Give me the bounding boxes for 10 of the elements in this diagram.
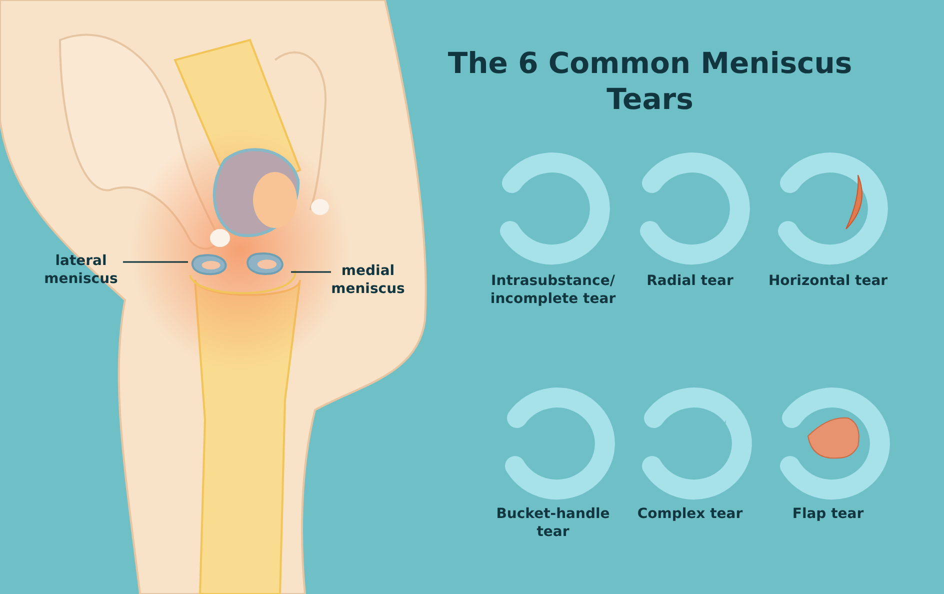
tear-caption: Complex tear bbox=[636, 505, 744, 523]
leader-line bbox=[291, 271, 331, 273]
tear-caption: Bucket-handle tear bbox=[495, 505, 611, 541]
leader-line bbox=[123, 261, 188, 263]
tear-caption: Horizontal tear bbox=[768, 272, 888, 290]
tear-caption: Intrasubstance/ incomplete tear bbox=[489, 272, 617, 308]
title: The 6 Common Meniscus Tears bbox=[446, 45, 854, 117]
tear-caption: Flap tear bbox=[791, 505, 865, 523]
part-label: medial meniscus bbox=[328, 262, 408, 298]
tear-caption: Radial tear bbox=[646, 272, 734, 290]
